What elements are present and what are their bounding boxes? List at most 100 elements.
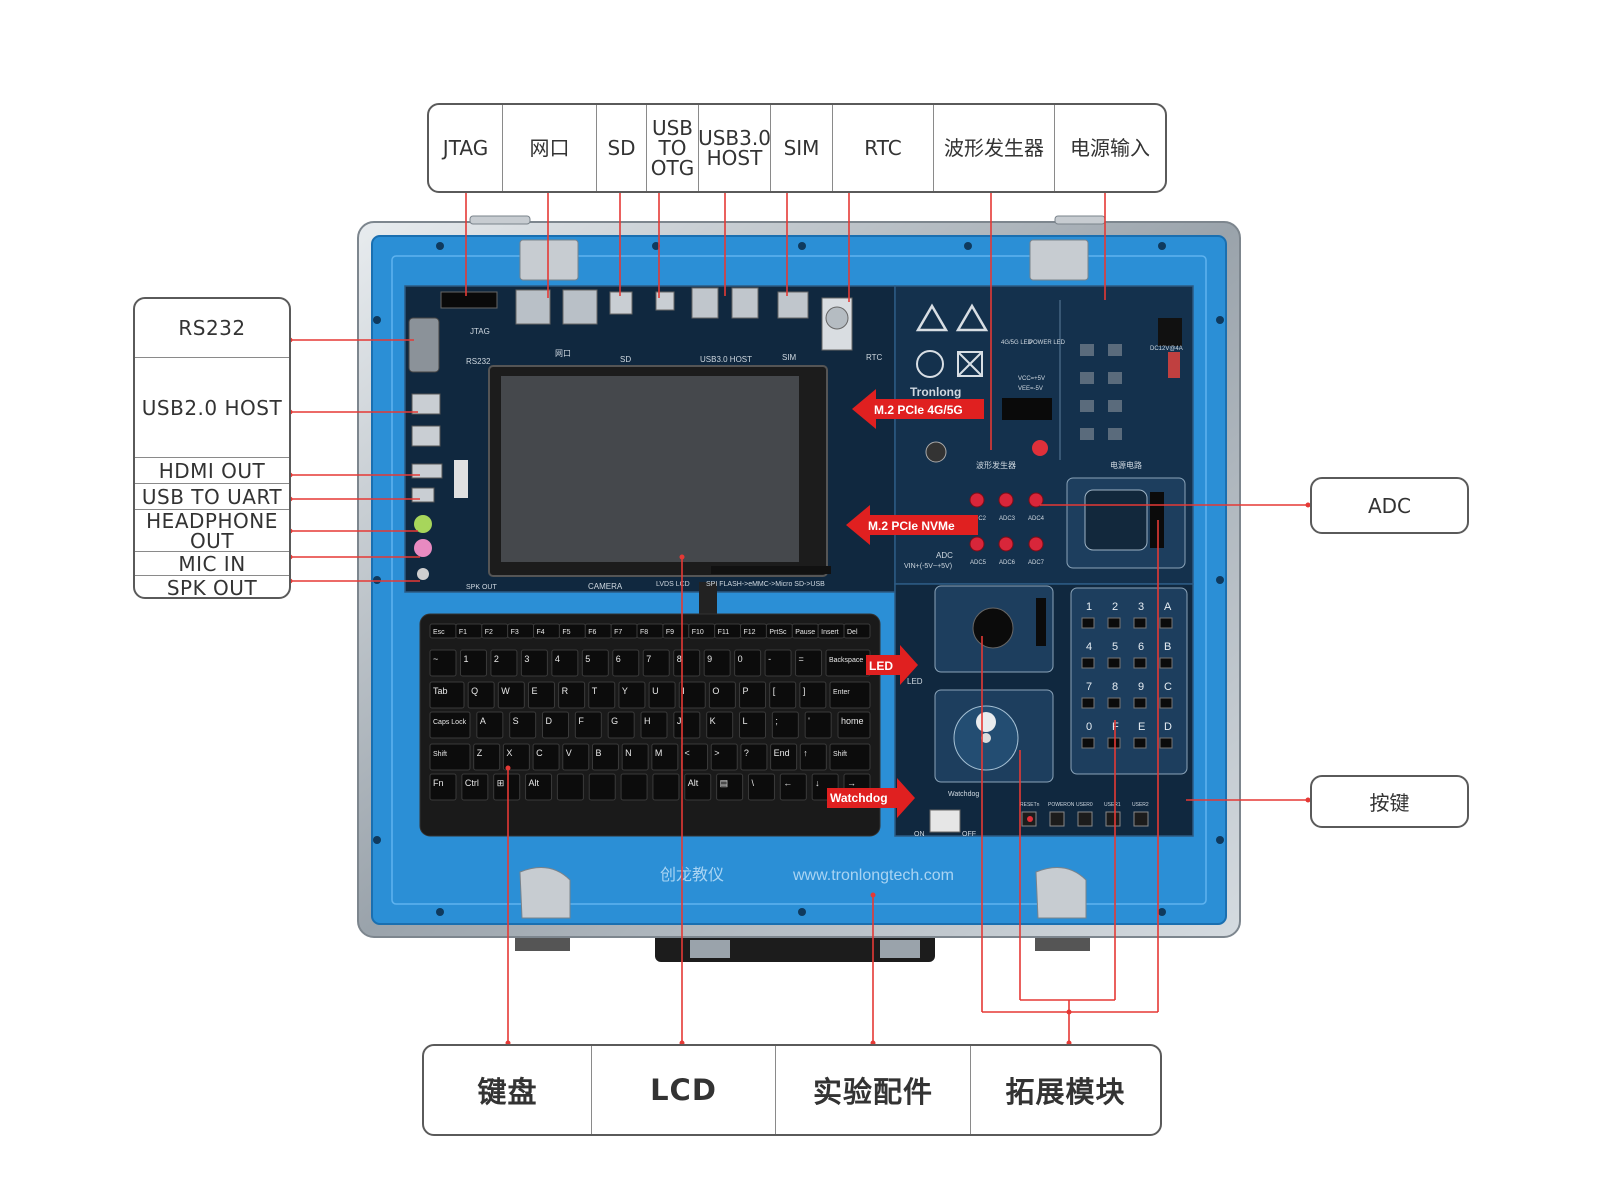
silk-jtag: JTAG [470,327,490,336]
case-url: www.tronlongtech.com [792,867,954,884]
label-keyboard: 键盘 [477,1075,538,1109]
keyboard-key-label: Shift [833,751,847,758]
keypad-key [1159,737,1173,749]
keyboard-key [556,773,584,801]
keyboard-key-label: Insert [821,629,839,636]
keyboard-key-label: 1 [463,654,468,664]
keyboard-key-label: Alt [688,778,699,788]
keypad-key-label: E [1138,721,1145,733]
keyboard-key [520,649,548,677]
keyboard-key-label: L [743,716,748,726]
keyboard-key-label: F7 [614,629,622,636]
keyboard-key-label: ] [803,686,806,696]
keyboard-key-label: 7 [646,654,651,664]
keypad-key-label: C [1164,681,1172,693]
keyboard-key [612,649,640,677]
keyboard-key-label: home [841,716,864,726]
keyboard-key-label: G [611,716,618,726]
keyboard-key [734,649,762,677]
silk-adc-channel: ADC4 [1028,516,1045,522]
label-spk-out: SPK OUT [135,575,289,597]
keypad-key [1133,697,1147,709]
joystick-module [934,585,1054,673]
keyboard-key-label: R [562,686,569,696]
callout-led: LED [866,645,918,685]
keyboard-key-label: F9 [666,629,674,636]
keyboard-key-label: Alt [529,778,540,788]
keyboard-key-label: K [710,716,716,726]
motor-module [934,689,1054,783]
keyboard-key [620,773,648,801]
keyboard-key [591,743,619,771]
silk-power: 电源电路 [1110,460,1142,470]
keypad-key-label: D [1164,721,1172,733]
label-hdmi-out: HDMI OUT [135,457,289,483]
keyboard-key-label: X [506,748,512,758]
keyboard-key-label: ; [775,716,778,726]
keyboard-key-label: Enter [833,689,850,696]
label-jtag: JTAG [442,136,489,160]
keyboard-key-label: F1 [459,629,467,636]
silk-spk: SPK OUT [466,584,497,591]
keyboard-key-label: V [566,748,572,758]
keypad-key-label: 5 [1112,641,1118,653]
keyboard-key-label: U [652,686,659,696]
silk-vcc: VCC=+5V [1018,376,1045,382]
silk-rs232: RS232 [466,357,491,366]
keyboard-key-label: I [682,686,685,696]
keypad-key-label: 4 [1086,641,1092,653]
keypad-key-label: 1 [1086,601,1092,613]
keyboard-key [459,649,487,677]
silk-user-key: USER0 [1076,802,1093,808]
keypad-key-label: 2 [1112,601,1118,613]
watchdog-switch [929,809,961,833]
keyboard-key [739,711,766,739]
silk-user-key: USER1 [1104,802,1121,808]
keypad-key-label: B [1164,641,1171,653]
keyboard-key-label: T [592,686,598,696]
keyboard-key [703,649,731,677]
keyboard-key [588,773,616,801]
silk-power-led: POWER LED [1029,340,1066,346]
keyboard-key-label: N [625,748,632,758]
label-usb-to-otg: USB TO OTG [646,105,698,191]
keyboard-key [648,681,676,709]
silk-usb3: USB3.0 HOST [700,355,752,364]
keyboard-key-label: Del [847,629,858,636]
user-keys [1021,811,1149,827]
svg-text:M.2 PCIe 4G/5G: M.2 PCIe 4G/5G [874,403,963,417]
keypad-key [1159,617,1173,629]
silk-adc-channel: ADC7 [1028,560,1045,566]
keyboard-key-label: = [799,654,804,664]
keyboard-key-label: < [685,748,690,758]
keyboard-key [532,743,560,771]
silk-adc-channel: ADC3 [999,516,1016,522]
keyboard-key-label: ↓ [815,778,820,788]
label-sim: SIM [770,105,832,191]
case-hinges [469,215,1106,919]
keyboard-key [799,681,827,709]
keyboard-key-label: ~ [433,654,438,664]
keyboard-key-label: W [501,686,510,696]
label-rtc: RTC [832,105,933,191]
keyboard-key-label: 3 [524,654,529,664]
keyboard-key-label: Shift [433,751,447,758]
keyboard-key-label: \ [751,778,754,788]
keypad-key [1159,697,1173,709]
keyboard-key-label: Fn [433,778,444,788]
label-mic-in: MIC IN [135,551,289,575]
keyboard-key [708,681,736,709]
silk-adc-channel: ADC2 [970,516,987,522]
keyboard-key [574,711,602,739]
label-network: 网口 [502,105,596,191]
keyboard-key [710,743,738,771]
keypad-key [1081,737,1095,749]
keyboard-key [509,711,537,739]
keyboard-key [804,711,832,739]
keypad-key [1081,617,1095,629]
svg-text:LED: LED [869,659,893,673]
keyboard-key-label: ? [744,748,749,758]
keyboard-key-label: Z [477,748,483,758]
keyboard-key-label: A [480,716,486,726]
